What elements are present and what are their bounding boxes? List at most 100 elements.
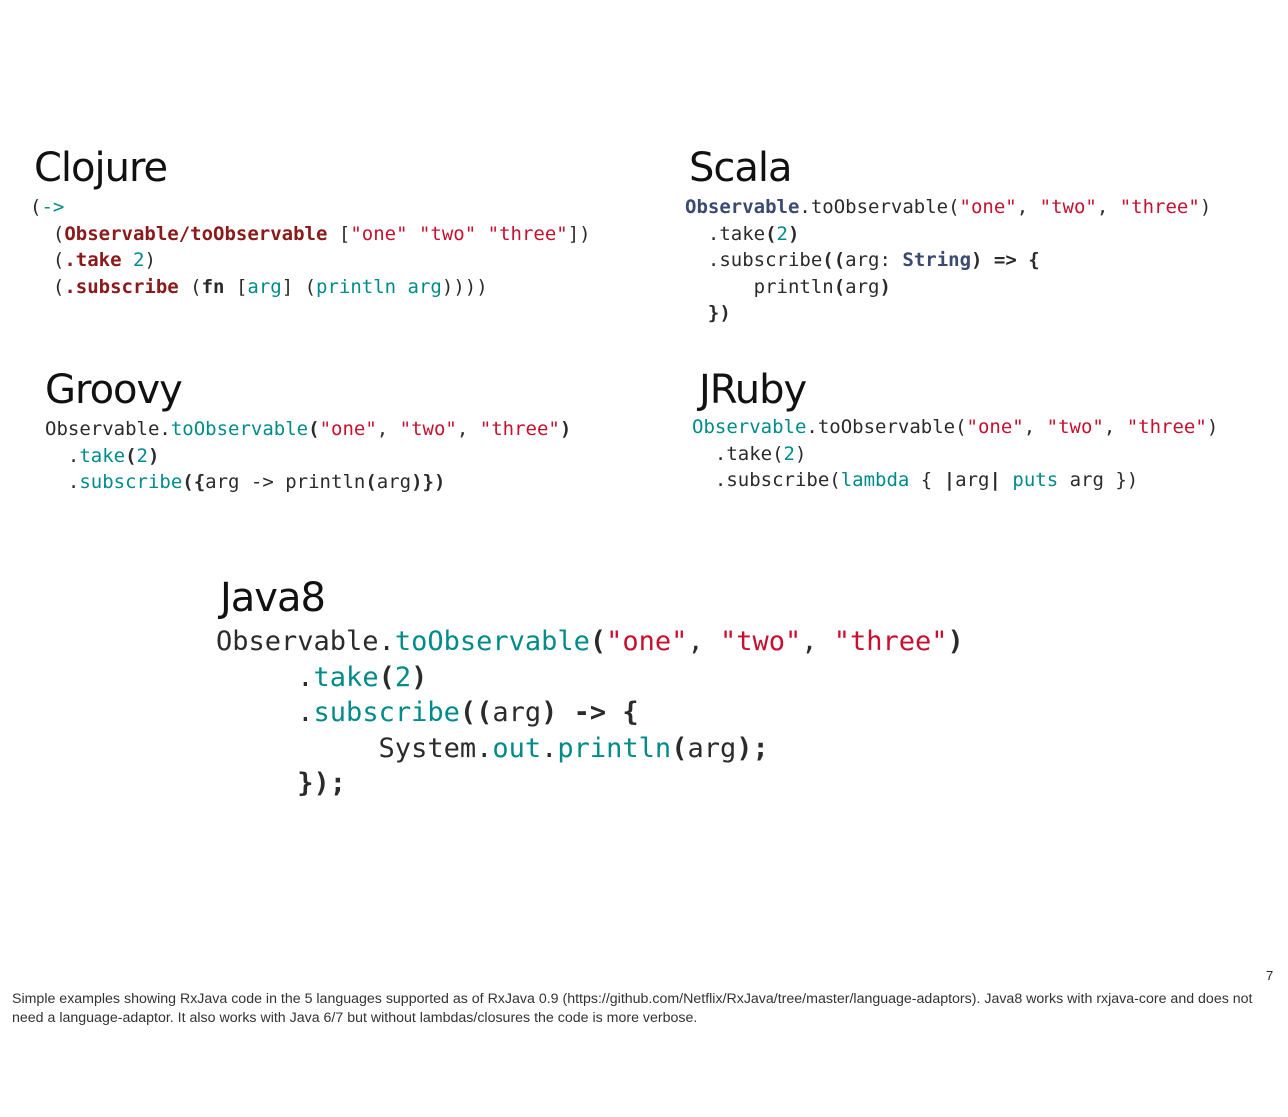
java8-title: Java8 <box>220 575 326 621</box>
code-token <box>1001 469 1012 491</box>
code-token: 2 <box>394 661 412 693</box>
code-token: subscribe <box>79 471 183 493</box>
code-token: ) <box>559 418 572 440</box>
code-token: , <box>456 418 480 440</box>
code-token: 2 <box>136 444 148 467</box>
code-token: (( <box>459 697 493 728</box>
code-token: , <box>801 626 834 657</box>
clojure-code: (-> (Observable/toObservable ["one" "two… <box>30 194 591 300</box>
code-token: 2 <box>776 222 788 245</box>
code-token: ) <box>144 249 156 271</box>
code-token: arg <box>845 275 880 298</box>
code-token: . <box>541 732 558 764</box>
code-token: ) <box>1206 416 1219 438</box>
groovy-code: Observable.toObservable("one", "two", "t… <box>45 416 571 496</box>
code-token: . <box>216 661 314 693</box>
code-token: ) <box>879 275 891 298</box>
code-token: println arg <box>316 275 442 298</box>
code-token: puts <box>1012 469 1059 491</box>
code-token: . <box>45 471 80 493</box>
code-line: System.out.println(arg); <box>216 731 964 767</box>
code-token: "one" <box>966 416 1024 438</box>
code-token: arg <box>247 275 282 298</box>
code-token: . <box>45 444 80 467</box>
code-token: arg <box>687 732 737 764</box>
code-token: ( <box>30 249 65 271</box>
code-token: arg: <box>845 249 903 271</box>
code-token: "two" <box>1046 416 1104 438</box>
jruby-code: Observable.toObservable("one", "two", "t… <box>692 414 1218 494</box>
code-line: Observable.toObservable("one", "two", "t… <box>685 194 1211 221</box>
code-token: String <box>902 249 972 271</box>
code-token: arg }) <box>1058 469 1139 491</box>
code-token: arg <box>376 471 412 493</box>
code-line: (.take 2) <box>30 247 591 274</box>
code-token: , <box>376 418 400 440</box>
code-token: ( <box>125 444 137 467</box>
clojure-title: Clojure <box>34 145 168 191</box>
code-token: "three" <box>479 418 560 440</box>
code-token: { <box>909 469 944 491</box>
code-token: ) <box>411 661 428 693</box>
code-token: "two" <box>399 418 457 440</box>
code-token: ) <box>787 222 800 245</box>
code-token: ( <box>30 275 65 298</box>
code-line: .subscribe((arg: String) => { <box>685 247 1211 274</box>
code-line: .subscribe({arg -> println(arg)}) <box>45 469 571 496</box>
code-token: ( <box>30 196 42 218</box>
code-token: "one" <box>606 626 688 657</box>
code-token: "two" <box>418 222 477 245</box>
code-token: ( <box>308 418 320 440</box>
code-token: subscribe <box>313 697 460 728</box>
code-token: Observable. <box>45 418 171 440</box>
code-token: ( <box>378 661 395 693</box>
code-token <box>408 223 419 245</box>
groovy-title: Groovy <box>45 367 183 413</box>
code-token: -> <box>41 196 65 218</box>
code-line: .take(2) <box>692 441 1218 468</box>
code-token: ( <box>833 275 846 298</box>
code-token: "one" <box>350 222 408 245</box>
code-token: take <box>79 444 126 467</box>
code-token: Observable. <box>216 626 395 657</box>
code-token: , <box>1016 196 1040 218</box>
code-token: println <box>557 732 672 764</box>
code-token: ( <box>365 471 377 493</box>
code-line: .take(2) <box>685 221 1211 248</box>
code-token: arg <box>955 469 990 491</box>
code-line: }); <box>216 766 964 802</box>
code-token: "one" <box>959 196 1017 218</box>
code-token: )))) <box>441 275 488 298</box>
code-token: toObservable <box>170 418 309 440</box>
code-token: .subscribe( <box>692 469 841 491</box>
jruby-title: JRuby <box>699 367 807 413</box>
code-token: fn <box>201 275 225 298</box>
code-token: )}) <box>411 471 446 493</box>
code-token: | <box>943 469 956 491</box>
code-token: ( <box>671 732 688 764</box>
code-token: , <box>1023 416 1047 438</box>
code-token: | <box>989 469 1001 491</box>
code-line: (.subscribe (fn [arg] (println arg)))) <box>30 274 591 301</box>
code-line: Observable.toObservable("one", "two", "t… <box>45 416 571 443</box>
code-token: "two" <box>719 626 802 657</box>
code-token: System. <box>216 732 493 764</box>
code-line: .take(2) <box>45 443 571 470</box>
code-token: ({ <box>182 471 206 493</box>
code-token: [ <box>224 275 248 298</box>
code-line: .subscribe(lambda { |arg| puts arg }) <box>692 467 1218 494</box>
code-token: ); <box>736 732 769 764</box>
code-token: .subscribe <box>64 275 179 298</box>
page-number: 7 <box>1266 968 1274 983</box>
code-token: ] ( <box>281 275 317 298</box>
code-token: .take <box>64 249 122 271</box>
code-token: "three" <box>487 222 568 245</box>
code-token: Observable <box>692 416 807 438</box>
java8-code: Observable.toObservable("one", "two", "t… <box>216 624 964 802</box>
code-token: "three" <box>833 626 948 657</box>
code-token: ( <box>30 222 65 245</box>
code-line: Observable.toObservable("one", "two", "t… <box>216 624 964 660</box>
code-line: println(arg) <box>685 274 1211 301</box>
code-token: . <box>216 697 314 728</box>
code-line: .subscribe((arg) -> { <box>216 695 964 731</box>
